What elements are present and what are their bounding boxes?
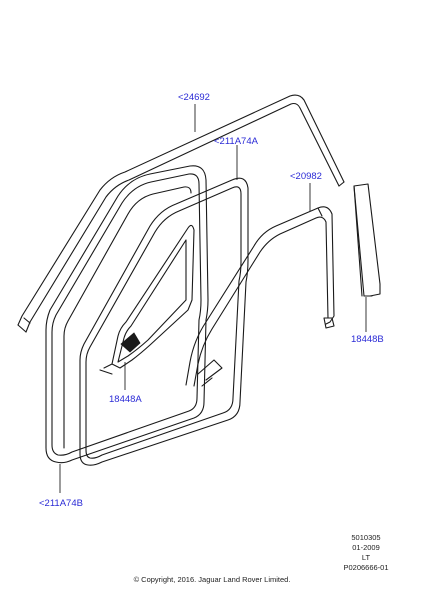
front-door-seal — [45, 165, 209, 464]
callout-211A74A: <211A74A — [214, 136, 259, 147]
side-code: LT — [361, 553, 371, 562]
illustration-date: 01-2009 — [352, 543, 380, 552]
rear-door-seal — [79, 177, 249, 466]
front-quarter-trim — [99, 224, 195, 375]
illustration-info: 5010305 01-2009 LT P0206666-01 — [330, 533, 402, 573]
callout-18448B: 18448B — [351, 334, 384, 345]
roof-drip-moulding — [17, 94, 345, 333]
callout-20982: <20982 — [290, 171, 322, 182]
callout-24692: <24692 — [178, 92, 210, 103]
publication-code: P0206666-01 — [343, 563, 389, 572]
b-pillar-trim — [353, 183, 381, 297]
callout-211A74B: <211A74B — [39, 498, 83, 509]
callout-18448A: 18448A — [109, 394, 142, 405]
copyright-notice: © Copyright, 2016. Jaguar Land Rover Lim… — [133, 575, 291, 584]
rear-window-frame-seal — [185, 206, 335, 387]
illustration-number: 5010305 — [351, 533, 381, 542]
leader-lines — [59, 104, 367, 493]
